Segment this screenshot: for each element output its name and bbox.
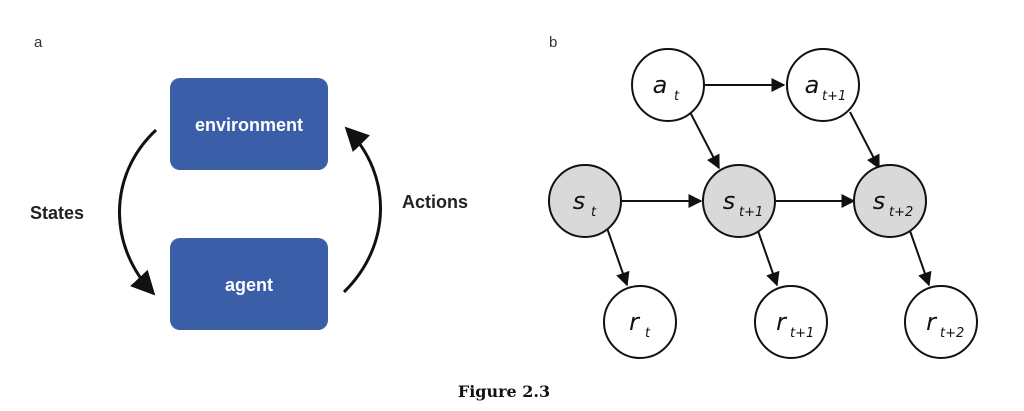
svg-text:a: a — [805, 71, 820, 99]
svg-text:t+1: t+1 — [822, 89, 846, 104]
edges — [606, 78, 932, 287]
agent-label: agent — [225, 275, 273, 295]
edge-at1-st2 — [849, 111, 880, 170]
edge-st2-rt2 — [908, 227, 932, 287]
svg-text:t: t — [674, 89, 680, 104]
svg-text:t+1: t+1 — [739, 205, 763, 220]
actions-arrow — [342, 126, 382, 294]
edge-st-rt — [606, 227, 630, 287]
edge-at-st1 — [689, 111, 720, 170]
panel-b-label: b — [549, 34, 557, 51]
svg-text:t: t — [591, 205, 597, 220]
svg-text:r: r — [926, 308, 938, 336]
states-label: States — [30, 203, 84, 223]
svg-text:a: a — [653, 71, 668, 99]
node-s-t1: s t+1 — [702, 164, 776, 238]
states-arrow — [118, 128, 158, 296]
svg-text:s: s — [573, 187, 586, 215]
node-a-t: a t — [631, 48, 705, 122]
svg-text:s: s — [723, 187, 736, 215]
environment-label: environment — [195, 115, 303, 135]
node-s-t: s t — [548, 164, 622, 238]
environment-box — [170, 78, 328, 170]
figure-caption: Figure 2.3 — [458, 382, 550, 401]
node-a-t1: a t+1 — [786, 48, 860, 122]
svg-text:t+2: t+2 — [889, 205, 913, 220]
node-r-t2: r t+2 — [904, 285, 978, 359]
agent-box — [170, 238, 328, 330]
svg-text:r: r — [776, 308, 788, 336]
svg-text:t: t — [645, 326, 651, 341]
edge-st1-rt1 — [756, 227, 780, 287]
svg-text:t+2: t+2 — [940, 326, 964, 341]
panel-a-label: a — [34, 34, 43, 51]
svg-text:t+1: t+1 — [790, 326, 814, 341]
actions-label: Actions — [402, 192, 468, 212]
node-r-t1: r t+1 — [754, 285, 828, 359]
svg-text:s: s — [873, 187, 886, 215]
svg-text:r: r — [629, 308, 641, 336]
node-s-t2: s t+2 — [853, 164, 927, 238]
node-r-t: r t — [603, 285, 677, 359]
